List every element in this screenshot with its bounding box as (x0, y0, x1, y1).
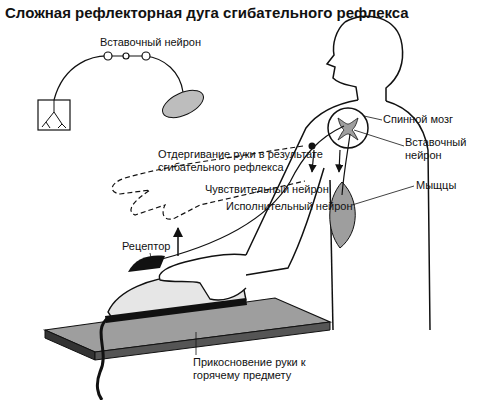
arm-outline (246, 100, 358, 255)
neuron-body (142, 52, 150, 60)
leader-line (196, 332, 197, 355)
gray-matter (338, 118, 358, 140)
leader-line (354, 130, 404, 146)
part-label: Исполнительный нейрон (226, 200, 353, 213)
board-edge (95, 322, 330, 360)
spinal-cord (328, 108, 368, 148)
inset-arc (54, 56, 183, 100)
part-label: Отдергивание руки в результате сгибатель… (158, 148, 348, 174)
back-outline (386, 101, 430, 330)
neuron-body (104, 52, 112, 60)
withdraw-arrow (177, 228, 179, 256)
leader-line (364, 116, 382, 120)
iron-sole (105, 298, 247, 323)
hand (159, 254, 246, 300)
iron-handle (128, 256, 165, 272)
sensory-neuron (150, 126, 344, 262)
receptor-box (38, 100, 70, 130)
board-edge (45, 330, 95, 360)
part-label: Спинной мозг (383, 113, 493, 126)
part-label: Мыщцы (416, 179, 486, 192)
iron-cord (97, 318, 108, 400)
motor-neuron (342, 134, 350, 195)
part-label: Прикосновение руки к горячему предмету (193, 356, 333, 382)
inset-muscle (158, 85, 207, 124)
face-outline (327, 22, 358, 100)
part-label: Вставочный нейрон (100, 36, 220, 49)
diagram-title: Сложная рефлекторная дуга сгибательного … (5, 4, 409, 22)
dendrite-branches (42, 100, 66, 128)
leader-line (150, 253, 152, 262)
signal-arrow (339, 150, 340, 172)
part-label: Вставочный нейрон (405, 136, 475, 162)
part-label: Рецептор (122, 240, 170, 253)
head-outline (345, 16, 403, 101)
leader-line (352, 186, 414, 205)
neuron-body (123, 53, 129, 59)
part-label: Чувствительный нейрон (205, 183, 329, 196)
